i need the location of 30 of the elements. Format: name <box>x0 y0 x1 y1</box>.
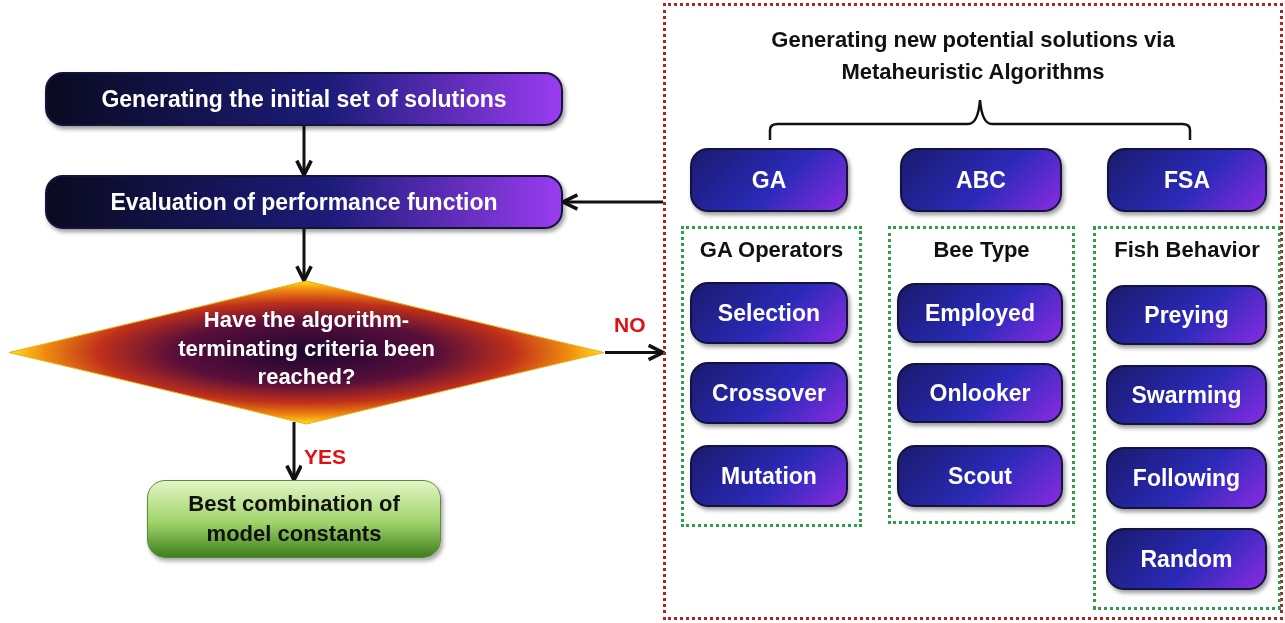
result-box: Best combination of model constants <box>147 480 441 558</box>
arrow <box>295 126 313 177</box>
process-box: GA <box>690 148 848 212</box>
process-box: Onlooker <box>897 363 1063 423</box>
dotted-group <box>681 226 862 527</box>
arrow <box>605 343 665 362</box>
group-heading: GA Operators <box>699 237 844 262</box>
process-box: Selection <box>690 282 848 344</box>
arrow <box>295 229 313 283</box>
process-box: FSA <box>1107 148 1267 212</box>
process-box: ABC <box>900 148 1062 212</box>
process-box: Following <box>1106 447 1267 509</box>
section-title: Generating new potential solutions via Metaheuristic Algorithms <box>771 27 1175 84</box>
arrow <box>285 421 303 482</box>
process-box: Employed <box>897 283 1063 343</box>
dotted-group <box>1093 226 1281 610</box>
dotted-group <box>888 226 1075 524</box>
decision-text: Have the algorithm-terminating criteria been reached? <box>178 307 435 390</box>
group-heading: Fish Behavior <box>1114 237 1260 262</box>
process-box: Scout <box>897 445 1063 507</box>
group-heading: Bee Type <box>933 237 1030 262</box>
process-box: Random <box>1106 528 1267 590</box>
arrow <box>561 193 663 211</box>
process-box: Crossover <box>690 362 848 424</box>
process-box: Swarming <box>1106 365 1267 425</box>
process-box: Generating the initial set of solutions <box>45 72 563 126</box>
process-box: Mutation <box>690 445 848 507</box>
dotted-frame <box>663 3 1283 620</box>
process-box: Evaluation of performance function <box>45 175 563 229</box>
process-box: Preying <box>1106 285 1267 345</box>
